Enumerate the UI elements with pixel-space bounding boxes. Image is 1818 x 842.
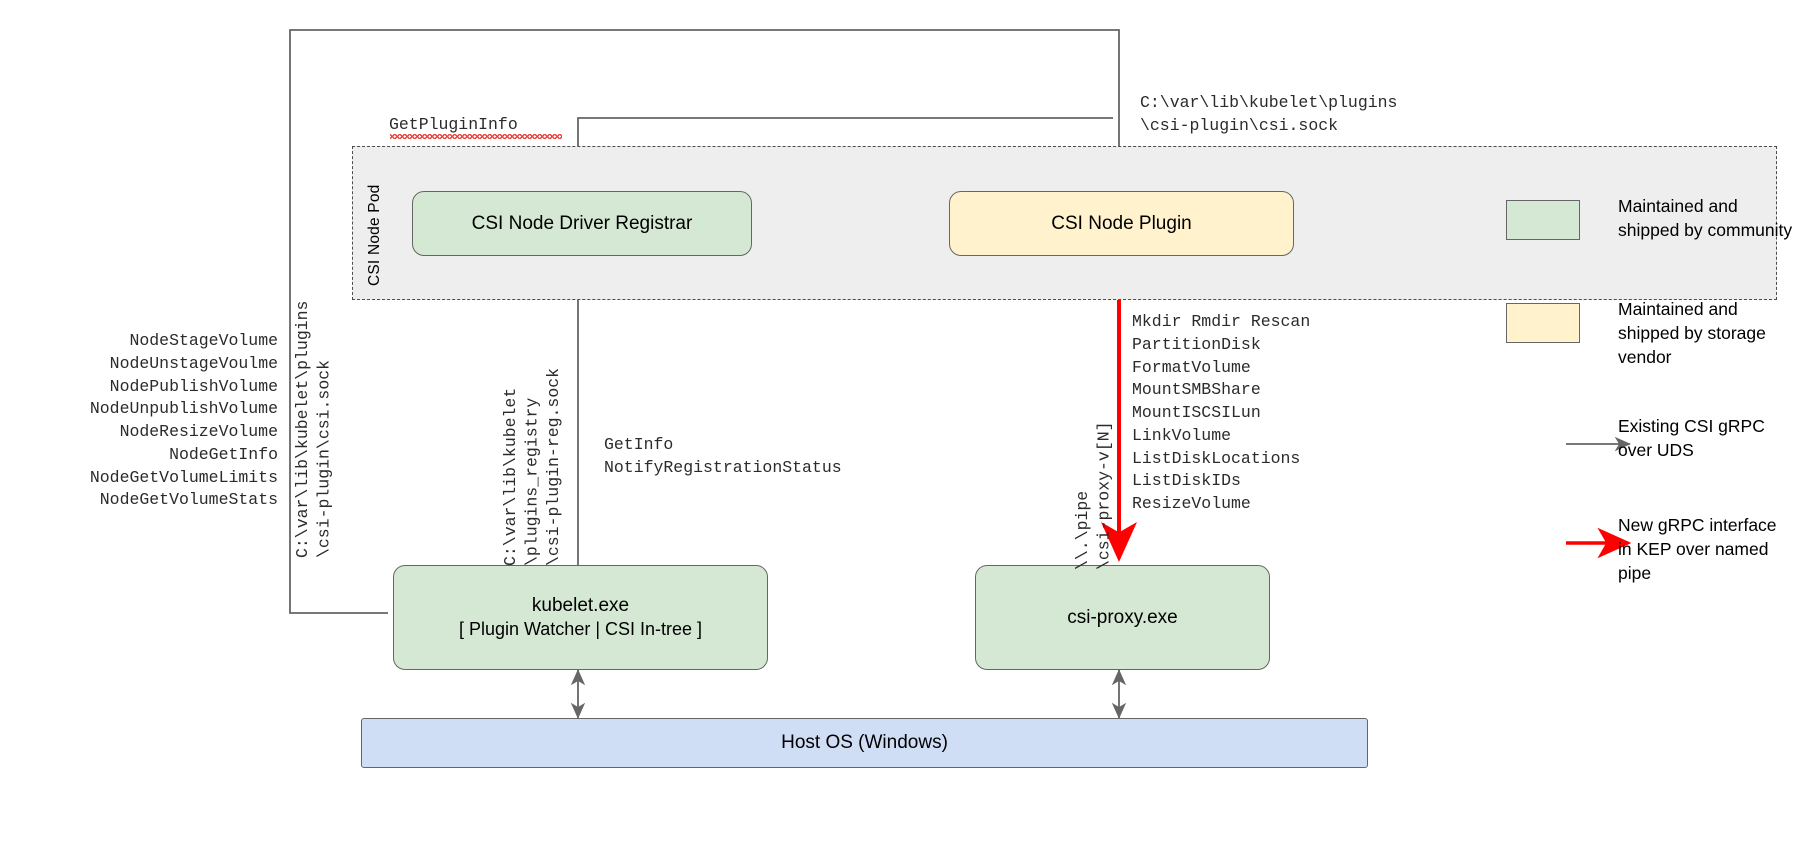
legend-swatch-community: [1506, 200, 1580, 240]
legend-label-community: Maintained and shipped by community: [1618, 196, 1793, 240]
node-kubelet-exe-sublabel: [ Plugin Watcher | CSI In-tree ]: [458, 619, 703, 640]
label-get-plugin-info: GetPluginInfo: [389, 115, 518, 134]
node-csi-node-plugin-label: CSI Node Plugin: [1051, 212, 1192, 234]
label-kubelet-plugin-socket-path: C:\var\lib\kubelet\plugins \csi-plugin\c…: [293, 300, 334, 558]
legend-label-storage-vendor: Maintained and shipped by storage vendor: [1618, 299, 1766, 367]
node-csi-proxy-exe-label: csi-proxy.exe: [1067, 606, 1178, 628]
label-csi-node-api-list: NodeStageVolume NodeUnstageVoulme NodePu…: [89, 331, 278, 510]
label-registry-socket-path: C:\var\lib\kubelet \plugins_registry \cs…: [501, 367, 563, 566]
legend-label-new-grpc-kep: New gRPC interface in KEP over named pip…: [1618, 515, 1777, 583]
legend-label-existing-csi-grpc: Existing CSI gRPC over UDS: [1618, 416, 1765, 460]
label-registration-api: GetInfo NotifyRegistrationStatus: [604, 435, 842, 477]
node-kubelet-exe[interactable]: kubelet.exe [ Plugin Watcher | CSI In-tr…: [393, 565, 768, 670]
csi-node-pod-label: CSI Node Pod: [366, 184, 383, 287]
spellcheck-squiggle: [390, 134, 562, 139]
legend-swatch-storage-vendor: [1506, 303, 1580, 343]
node-csi-node-driver-registrar[interactable]: CSI Node Driver Registrar: [412, 191, 752, 256]
label-plugin-socket-path: C:\var\lib\kubelet\plugins \csi-plugin\c…: [1140, 93, 1398, 135]
node-csi-node-driver-registrar-label: CSI Node Driver Registrar: [471, 212, 693, 234]
node-csi-node-plugin[interactable]: CSI Node Plugin: [949, 191, 1294, 256]
node-csi-proxy-exe[interactable]: csi-proxy.exe: [975, 565, 1270, 670]
label-csi-proxy-api-list: Mkdir Rmdir Rescan PartitionDisk FormatV…: [1132, 312, 1311, 514]
node-host-os[interactable]: Host OS (Windows): [361, 718, 1368, 768]
node-kubelet-exe-label: kubelet.exe: [531, 595, 630, 617]
label-named-pipe-path: \\.\pipe \csi-proxy-v[N]: [1073, 421, 1114, 570]
node-host-os-label: Host OS (Windows): [781, 732, 948, 754]
